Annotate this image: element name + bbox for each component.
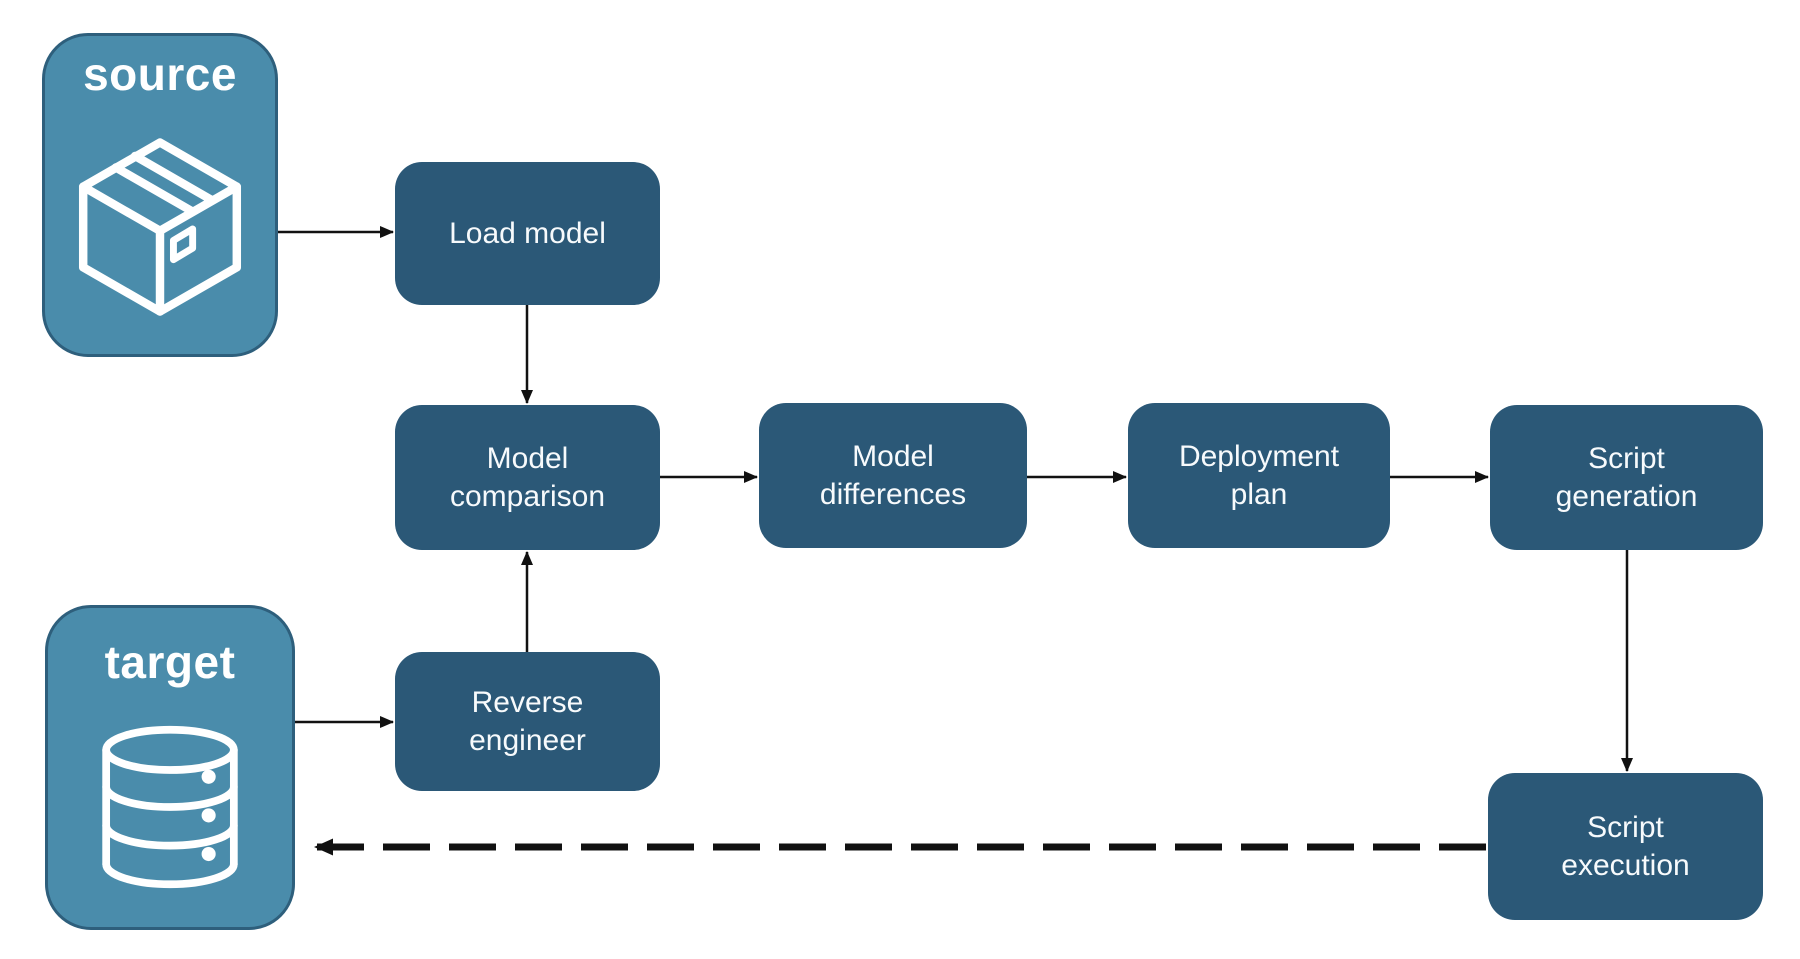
step-label-line: plan (1230, 477, 1288, 511)
node-script-generation: Script generation (1490, 405, 1763, 550)
source-label: source (83, 48, 237, 100)
step-label-line: Load model (449, 216, 606, 250)
step-label-line: Reverse (471, 685, 584, 719)
node-reverse-engineer: Reverse engineer (395, 652, 660, 791)
node-target: target (45, 605, 295, 930)
node-model-comparison: Model comparison (395, 405, 660, 550)
step-label-line: execution (1561, 848, 1690, 882)
node-source: source (42, 33, 278, 357)
step-label-line: comparison (449, 479, 606, 513)
step-label-line: Script (1587, 810, 1664, 844)
node-model-differences: Model differences (759, 403, 1027, 548)
step-label-line: Model (852, 439, 934, 473)
database-icon (48, 688, 292, 927)
step-label-line: Deployment (1178, 439, 1340, 473)
step-label-line: differences (819, 477, 967, 511)
step-label-line: generation (1555, 479, 1698, 513)
step-label-line: Model (486, 441, 569, 475)
node-deployment-plan: Deployment plan (1128, 403, 1390, 548)
node-script-execution: Script execution (1488, 773, 1763, 920)
step-label-line: Script (1588, 441, 1665, 475)
target-label: target (104, 636, 236, 688)
node-load-model: Load model (395, 162, 660, 305)
package-icon (45, 100, 275, 354)
step-label-line: engineer (469, 723, 586, 757)
